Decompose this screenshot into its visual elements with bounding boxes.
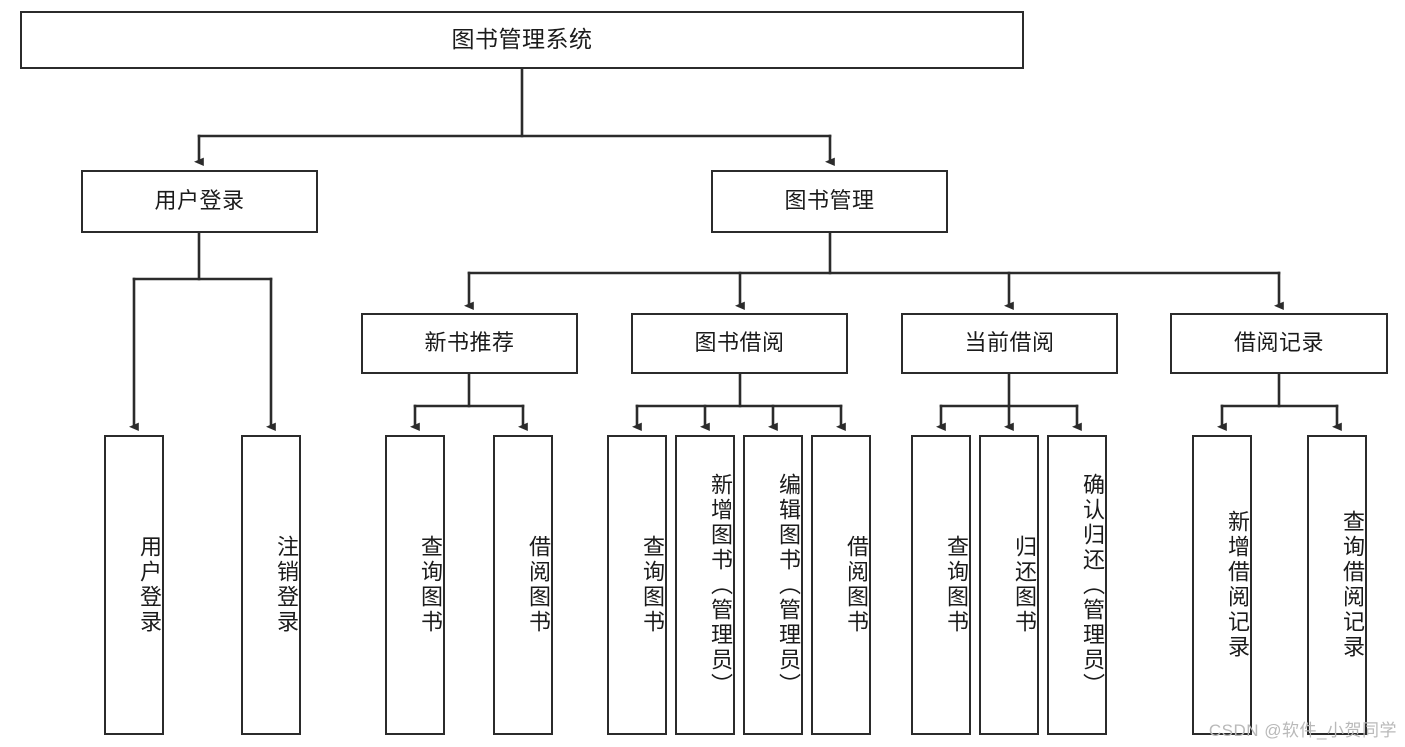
node-user-login[interactable]: 用户登录 [81, 170, 318, 233]
node-label: 用户登录 [137, 535, 162, 635]
node-label: 确认归还（管理员） [1080, 472, 1105, 698]
node-leaf-add-record[interactable]: 新增借阅记录 [1192, 435, 1252, 735]
node-label: 借阅图书 [844, 535, 869, 635]
node-leaf-user-login[interactable]: 用户登录 [104, 435, 164, 735]
node-label: 查询借阅记录 [1340, 510, 1365, 660]
node-label: 新增图书（管理员） [708, 472, 733, 698]
node-leaf-query-record[interactable]: 查询借阅记录 [1307, 435, 1367, 735]
node-book-borrow[interactable]: 图书借阅 [631, 313, 848, 374]
node-leaf-borrow-book-2[interactable]: 借阅图书 [811, 435, 871, 735]
node-leaf-return-book[interactable]: 归还图书 [979, 435, 1039, 735]
node-leaf-confirm-return[interactable]: 确认归还（管理员） [1047, 435, 1107, 735]
node-leaf-logout-login[interactable]: 注销登录 [241, 435, 301, 735]
node-label: 归还图书 [1012, 535, 1037, 635]
node-label: 用户登录 [154, 188, 245, 214]
node-book-manage[interactable]: 图书管理 [711, 170, 948, 233]
watermark-text: CSDN @软件_小贺同学 [1208, 721, 1397, 740]
node-leaf-add-book[interactable]: 新增图书（管理员） [675, 435, 735, 735]
node-label: 查询图书 [640, 535, 665, 635]
node-borrow-record[interactable]: 借阅记录 [1170, 313, 1388, 374]
node-label: 新增借阅记录 [1225, 510, 1250, 660]
node-leaf-borrow-book-1[interactable]: 借阅图书 [493, 435, 553, 735]
node-label: 查询图书 [944, 535, 969, 635]
node-label: 图书管理系统 [451, 26, 593, 53]
node-label: 当前借阅 [964, 330, 1055, 356]
node-label: 图书借阅 [694, 330, 785, 356]
node-root-book-management-system[interactable]: 图书管理系统 [20, 11, 1024, 69]
node-leaf-edit-book[interactable]: 编辑图书（管理员） [743, 435, 803, 735]
node-label: 注销登录 [274, 535, 299, 635]
node-leaf-query-book-1[interactable]: 查询图书 [385, 435, 445, 735]
node-label: 新书推荐 [424, 330, 515, 356]
node-label: 借阅记录 [1233, 330, 1324, 356]
node-label: 编辑图书（管理员） [776, 472, 801, 698]
node-label: 借阅图书 [526, 535, 551, 635]
node-label: 图书管理 [784, 188, 875, 214]
node-leaf-query-book-2[interactable]: 查询图书 [607, 435, 667, 735]
node-label: 查询图书 [418, 535, 443, 635]
node-current-borrow[interactable]: 当前借阅 [901, 313, 1118, 374]
node-new-book-recommend[interactable]: 新书推荐 [361, 313, 578, 374]
node-leaf-query-book-3[interactable]: 查询图书 [911, 435, 971, 735]
